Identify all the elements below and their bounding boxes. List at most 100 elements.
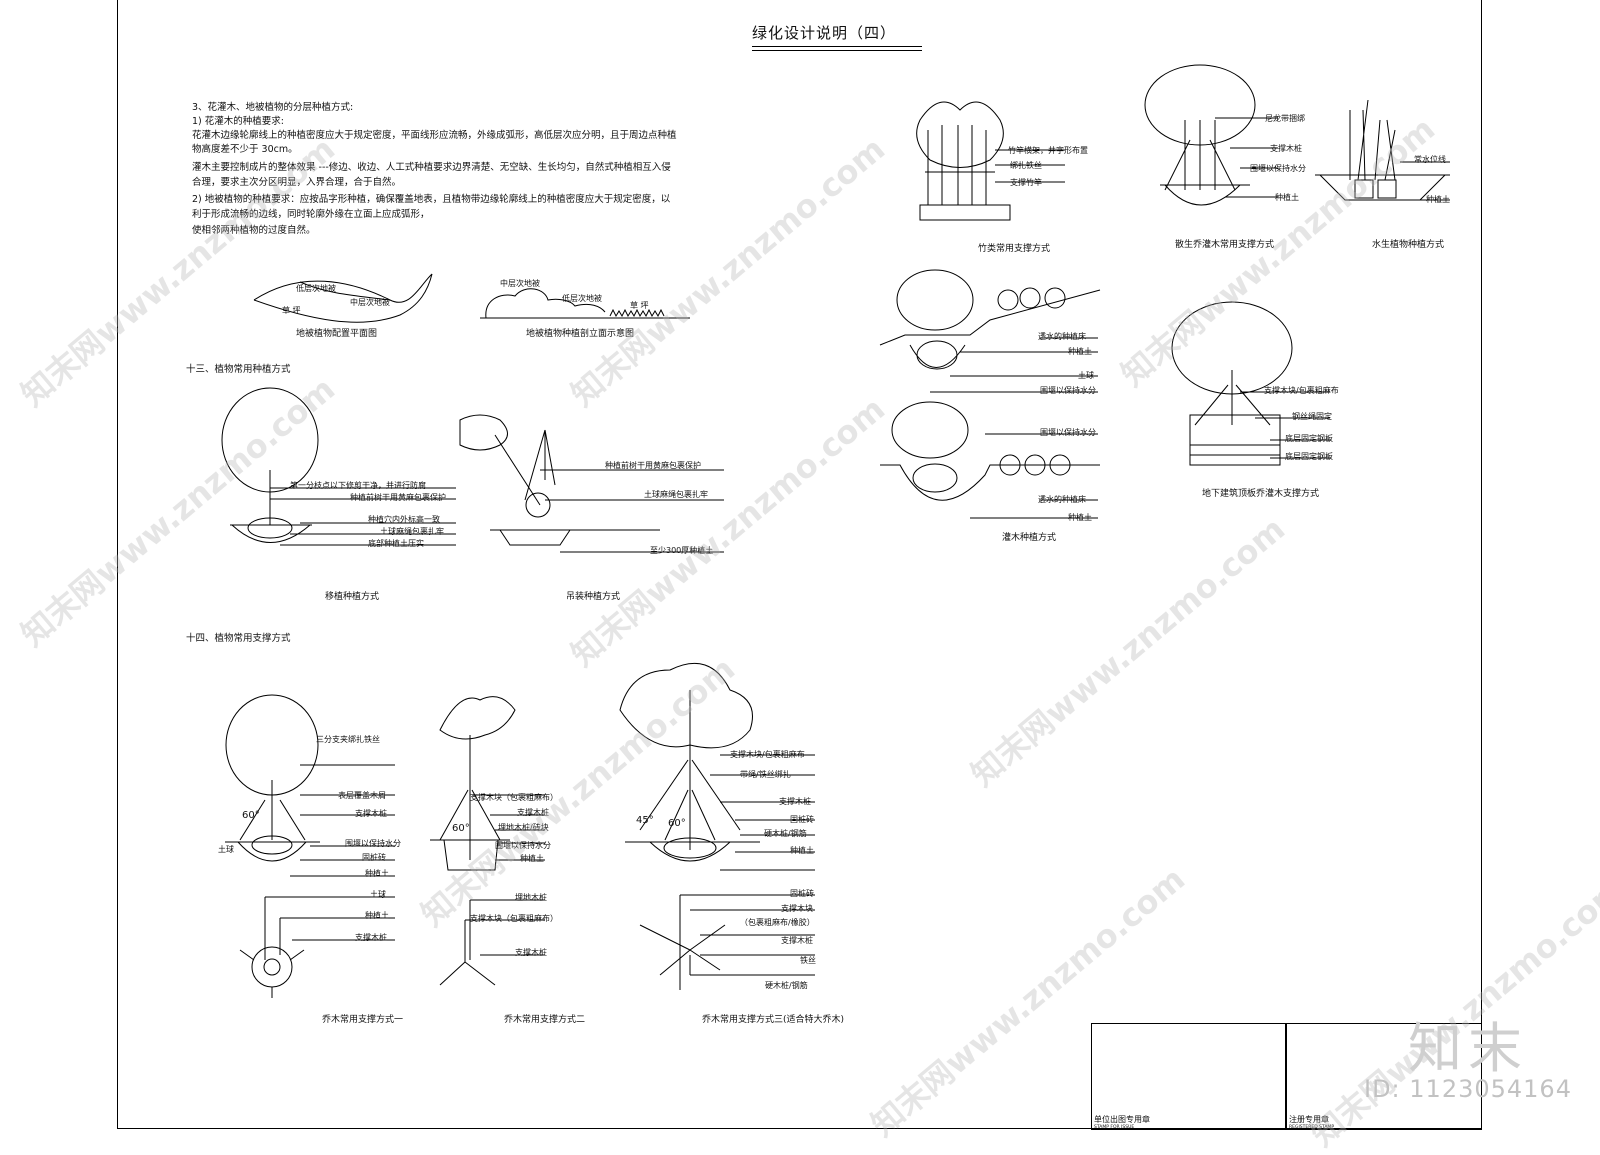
shrub-caption: 灌木种植方式	[1002, 533, 1057, 543]
support-3-drawing	[619, 662, 815, 990]
shrub-a-label-4: 围堰以保持水分	[1040, 386, 1096, 395]
transplant-tree-drawing	[221, 387, 456, 546]
s2-label-4: 围堰以保持水分	[495, 841, 551, 850]
bamboo-label-3: 支撑竹竿	[1010, 178, 1042, 187]
s2-angle: 60°	[452, 823, 470, 834]
intro-line-9: 使相邻两种植物的过度自然。	[192, 225, 316, 236]
hoist-label-3: 至少300厚种植土	[650, 546, 714, 555]
s1-caption: 乔木常用支撑方式一	[322, 1015, 404, 1025]
aquatic-label-1: 常水位线	[1414, 155, 1446, 164]
groundcover-plan-curve-3	[299, 281, 391, 301]
s1-label-4: 围堰以保持水分	[345, 839, 401, 848]
groundcover-section-grass	[609, 308, 665, 318]
stamp-issue-label: 单位出图专用章	[1094, 1115, 1150, 1124]
title-underline-thin	[752, 50, 922, 51]
gc-sec-mid: 中层次地被	[500, 279, 540, 288]
s2-plan-label-3: 支撑木桩	[515, 948, 547, 957]
intro-line-5: 灌木主要控制成片的整体效果 ---修边、收边、人工式种植要求边界清楚、无空缺、生…	[192, 162, 671, 173]
multi-label-4: 种植土	[1275, 193, 1299, 202]
transplant-label-2: 种植前树干用黄麻包裹保护	[350, 493, 446, 502]
section-14-heading: 十四、植物常用支撑方式	[186, 633, 291, 644]
intro-line-3: 花灌木边缘轮廓线上的种植密度应大于规定密度，平面线形应流畅，外缘成弧形，高低层次…	[192, 130, 677, 141]
intro-line-7: 2) 地被植物的种植要求：应按品字形种植，确保覆盖地表，且植物带边缘轮廓线上的种…	[192, 194, 671, 205]
s1-label-6: 种植土	[365, 869, 389, 878]
gc-plan-grass: 草 坪	[282, 306, 301, 315]
roof-drawing	[1171, 301, 1330, 466]
intro-line-8: 利于形成流畅的边线，同时轮廓外缘在立面上应成弧形，	[192, 209, 430, 220]
s3-label-5: 硬木桩/钢筋	[764, 829, 807, 838]
shrub-b-label-3: 种植土	[1068, 513, 1092, 522]
bamboo-caption: 竹类常用支撑方式	[978, 244, 1051, 254]
s2-label-3: 埋地木桩/砖块	[498, 823, 549, 832]
intro-line-1: 3、花灌木、地被植物的分层种植方式:	[192, 102, 354, 113]
title-underline	[752, 46, 922, 47]
s2-label-5: 种植土	[520, 854, 544, 863]
s3-label-6: 种植土	[790, 846, 814, 855]
stamp-box-registered	[1286, 1023, 1482, 1130]
brand-logo-text: 知末	[1408, 1017, 1528, 1080]
s1-angle: 60°	[242, 810, 260, 821]
stamp-box-issue	[1091, 1023, 1286, 1130]
s3-label-2: 带绳/铁丝绑扎	[740, 770, 791, 779]
s1-label-2: 表层覆盖木屑	[338, 791, 386, 800]
s1-label-1: 三分支夹绑扎铁丝	[316, 735, 380, 744]
drawing-frame	[117, 0, 1482, 1129]
roof-label-3: 底层固定钢板	[1285, 434, 1333, 443]
shrub-a-drawing	[879, 269, 1101, 393]
gc-plan-low: 低层次地被	[296, 284, 336, 293]
s2-caption: 乔木常用支撑方式二	[504, 1015, 586, 1025]
roof-caption: 地下建筑顶板乔灌木支撑方式	[1202, 489, 1320, 499]
s2-plan-label-2: 支撑木块（包裹粗麻布）	[470, 914, 558, 923]
drawing-linework	[221, 64, 1450, 998]
bamboo-label-2: 绑扎铁丝	[1010, 161, 1042, 170]
gc-sec-grass: 草 坪	[630, 301, 649, 310]
multi-label-1: 尼龙带捆绑	[1265, 114, 1305, 123]
multi-caption: 散生乔灌木常用支撑方式	[1175, 240, 1275, 250]
s3-plan-label-6: 硬木桩/钢筋	[765, 981, 808, 990]
s1-plan-label-2: 种植土	[365, 911, 389, 920]
hoist-caption: 吊装种植方式	[566, 592, 621, 602]
support-2-drawing	[430, 696, 545, 986]
hoist-label-1: 种植前树干用黄麻包裹保护	[605, 461, 701, 470]
s1-plan-label-3: 支撑木桩	[355, 933, 387, 942]
aquatic-drawing	[1315, 99, 1450, 201]
s2-plan-label-1: 埋地木桩	[515, 893, 547, 902]
s3-angle-2: 60°	[668, 818, 686, 829]
s3-label-1: 支撑木块/包裹粗麻布	[730, 750, 805, 759]
transplant-caption: 移植种植方式	[325, 592, 380, 602]
s3-plan-label-2: 支撑木块	[781, 904, 813, 913]
transplant-label-3: 种植穴内外标高一致	[368, 515, 440, 524]
shrub-a-label-3: 土球	[1078, 371, 1094, 380]
shrub-b-label-2: 透水的种植床	[1038, 495, 1086, 504]
s2-label-2: 支撑木桩	[517, 808, 549, 817]
roof-label-2: 钢丝绳固定	[1292, 412, 1332, 421]
s2-label-1: 支撑木块（包裹粗麻布）	[470, 793, 558, 802]
s3-plan-label-1: 固桩砖	[790, 889, 814, 898]
groundcover-plan-curve-2	[253, 273, 433, 323]
transplant-label-4: 土球麻绳包裹扎牢	[380, 527, 444, 536]
section-13-heading: 十三、植物常用种植方式	[186, 364, 291, 375]
shrub-b-drawing	[880, 401, 1100, 519]
stamp-issue-sub: STAMP FOR ISSUE	[1094, 1125, 1135, 1130]
support-1-drawing	[225, 694, 395, 998]
roof-label-4: 底层固定钢板	[1285, 452, 1333, 461]
stamp-registered-label: 注册专用章	[1289, 1115, 1329, 1124]
transplant-label-1: 第一分枝点以下修剪干净，并进行防腐	[290, 481, 426, 490]
gc-plan-mid: 中层次地被	[350, 298, 390, 307]
s3-plan-label-4: 支撑木桩	[781, 936, 813, 945]
bamboo-label-1: 竹竿横架，井字形布置	[1008, 146, 1088, 155]
shrub-a-label-2: 种植土	[1068, 347, 1092, 356]
gc-sec-low: 低层次地被	[562, 294, 602, 303]
s1-left-label: 土球	[218, 845, 234, 854]
gc-section-caption: 地被植物种植剖立面示意图	[526, 329, 635, 339]
transplant-label-5: 底部种植土压实	[368, 539, 424, 548]
s1-label-5: 固桩砖	[362, 853, 386, 862]
intro-line-4: 物高度差不少于 30cm。	[192, 144, 298, 155]
multi-label-2: 支撑木桩	[1270, 144, 1302, 153]
groundcover-plan-curve-1	[253, 273, 433, 303]
image-id-text: ID: 1123054164	[1364, 1075, 1572, 1103]
s1-label-3: 支撑木桩	[355, 809, 387, 818]
shrub-b-label-1: 围堰以保持水分	[1040, 428, 1096, 437]
bamboo-drawing	[916, 101, 1065, 221]
intro-line-2: 1) 花灌木的种植要求:	[192, 116, 284, 127]
